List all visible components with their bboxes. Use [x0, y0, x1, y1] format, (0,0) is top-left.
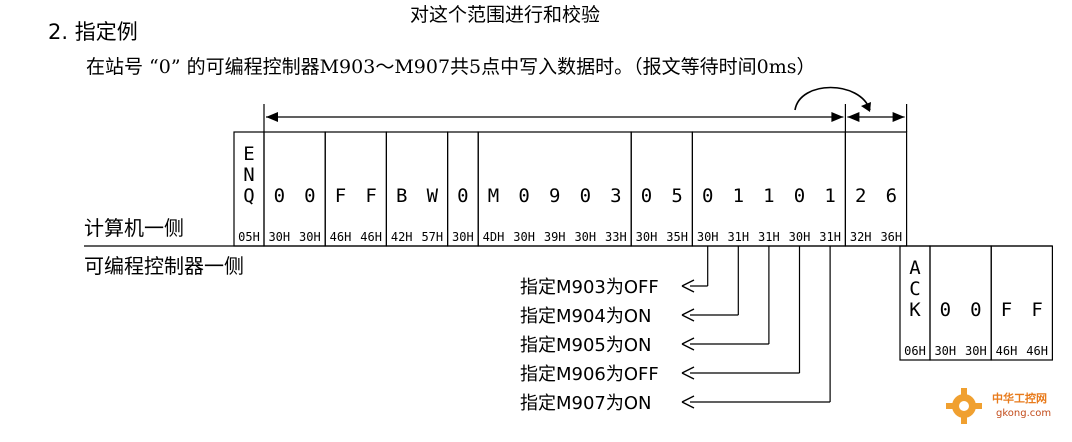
computer-hex-code: 39H [544, 230, 566, 244]
bit-leader-arrowhead [681, 395, 695, 409]
plc-cell-char: A [909, 257, 921, 279]
computer-cell-char: W [427, 185, 439, 207]
computer-cell-char: 0 [794, 185, 805, 207]
curved-arrow [794, 86, 871, 111]
plc-hex-code: 46H [1026, 344, 1048, 358]
plc-cell-char: K [909, 299, 921, 321]
computer-cell-char: 9 [549, 185, 560, 207]
plc-hex-code: 30H [965, 344, 987, 358]
description-text: 在站号 “0” 的可编程控制器M903～M907共5点中写入数据时。（报文等待时… [86, 56, 816, 78]
computer-side-label: 计算机一侧 [84, 216, 184, 240]
computer-hex-code: 46H [330, 230, 352, 244]
computer-hex-code: 35H [666, 230, 688, 244]
computer-hex-code: 30H [697, 230, 719, 244]
computer-cell-char: 1 [733, 185, 744, 207]
computer-hex-code: 30H [636, 230, 658, 244]
computer-hex-code: 36H [880, 230, 902, 244]
bit-leader-arrowhead [681, 308, 695, 322]
computer-cell-char: 1 [763, 185, 774, 207]
section-heading: 2. 指定例 [48, 20, 138, 44]
plc-hex-code: 06H [904, 344, 926, 358]
plc-cell-char: F [1031, 299, 1042, 321]
computer-cell-char: N [243, 164, 254, 186]
computer-hex-code: 31H [819, 230, 841, 244]
computer-cell-char: M [488, 185, 499, 207]
computer-cell-char: Q [243, 185, 254, 207]
computer-hex-code: 42H [391, 230, 413, 244]
computer-cell-char: 5 [671, 185, 682, 207]
bit-annotation: 指定M907为ON [520, 393, 652, 414]
computer-hex-code: 30H [268, 230, 290, 244]
computer-cell-char: 3 [610, 185, 621, 207]
computer-cell-char: 0 [580, 185, 591, 207]
plc-cell-char: 0 [970, 299, 981, 321]
gear-icon [946, 388, 982, 424]
bit-leader-arrowhead [681, 337, 695, 351]
computer-hex-code: 4DH [483, 230, 505, 244]
plc-cell-char: F [1001, 299, 1012, 321]
bit-annotation: 指定M905为ON [520, 335, 652, 356]
logo-en-text: gkong.com [996, 408, 1052, 419]
computer-hex-code: 30H [299, 230, 321, 244]
bit-annotation: 指定M904为ON [520, 306, 652, 327]
computer-cell-char: E [243, 143, 254, 165]
plc-hex-code: 30H [934, 344, 956, 358]
computer-cell-char: F [335, 185, 346, 207]
computer-hex-code: 46H [360, 230, 382, 244]
checksum-arrow-head-right [892, 112, 905, 122]
computer-cell-char: B [396, 185, 407, 207]
computer-hex-code: 30H [452, 230, 474, 244]
site-logo: 中华工控网 gkong.com [942, 384, 1062, 434]
checksum-arrow-head-left [847, 112, 860, 122]
computer-cell-char: 0 [304, 185, 315, 207]
range-arrow-head-right [831, 112, 844, 122]
computer-hex-code: 31H [727, 230, 749, 244]
computer-hex-code: 32H [850, 230, 872, 244]
computer-cell-char: 2 [855, 185, 866, 207]
computer-hex-code: 57H [421, 230, 443, 244]
plc-cell-char: C [909, 278, 920, 300]
logo-cn-text: 中华工控网 [992, 392, 1047, 405]
computer-cell-char: 6 [886, 185, 897, 207]
plc-side-label: 可编程控制器一侧 [84, 254, 244, 278]
computer-hex-code: 30H [789, 230, 811, 244]
computer-cell-char: 0 [274, 185, 285, 207]
computer-cell-char: 0 [518, 185, 529, 207]
bit-annotation: 指定M903为OFF [520, 277, 659, 298]
plc-hex-code: 46H [996, 344, 1018, 358]
computer-hex-code: 30H [574, 230, 596, 244]
computer-hex-code: 31H [758, 230, 780, 244]
computer-hex-code: 33H [605, 230, 627, 244]
bit-annotation: 指定M906为OFF [520, 364, 659, 385]
computer-cell-char: 0 [702, 185, 713, 207]
bit-leader-arrowhead [681, 366, 695, 380]
plc-cell-char: 0 [940, 299, 951, 321]
checksum-range-label: 对这个范围进行和校验 [410, 4, 601, 26]
computer-cell-char: 0 [457, 185, 468, 207]
computer-cell-char: F [365, 185, 376, 207]
curved-arrow-head [861, 102, 871, 112]
range-arrow-head-left [266, 112, 278, 122]
computer-hex-code: 05H [238, 230, 260, 244]
bit-leader-arrowhead [681, 279, 695, 293]
computer-hex-code: 30H [513, 230, 535, 244]
computer-cell-char: 1 [824, 185, 835, 207]
computer-cell-char: 0 [641, 185, 652, 207]
